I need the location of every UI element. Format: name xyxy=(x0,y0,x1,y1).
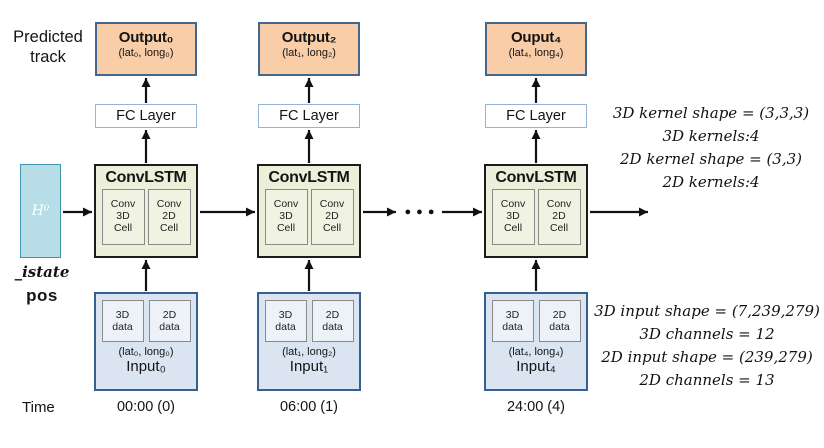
istate-label: _istate xyxy=(14,263,70,281)
input-annotation-line2: 3D channels = 12 xyxy=(639,325,775,343)
output-caption-1: (lat₁, long₂) xyxy=(282,47,336,59)
kernel-annotation-line2: 3D kernels:4 xyxy=(662,127,760,145)
output-caption-2: (lat₄, long₄) xyxy=(508,47,564,59)
fc-layer-label-2: FC Layer xyxy=(506,108,566,124)
conv3d-cell-0: Conv 3D Cell xyxy=(101,189,145,245)
output-title-2: Ouput₄ xyxy=(510,29,562,46)
input-box-2: 3D data 2D data (lat₄, long₄) Input₄ xyxy=(484,292,588,391)
input-data-row-0: 3D data 2D data xyxy=(96,300,196,342)
fc-layer-box-1: FC Layer xyxy=(258,104,360,128)
input-data-row-2: 3D data 2D data xyxy=(486,300,586,342)
conv2d-cell-1: Conv 2D Cell xyxy=(310,189,354,245)
kernel-annotation-line4: 2D kernels:4 xyxy=(662,173,760,191)
input-annotation-line3: 2D input shape = (239,279) xyxy=(601,348,813,366)
predicted-track-line2: track xyxy=(30,48,66,66)
input-box-1: 3D data 2D data (lat₁, long₂) Input₁ xyxy=(257,292,361,391)
output-caption-0: (lat₀, long₀) xyxy=(118,47,174,59)
data-3d-box-0: 3D data xyxy=(101,300,144,342)
output-box-2: Ouput₄ (lat₄, long₄) xyxy=(485,22,587,76)
ellipsis-dots: ● ● ● xyxy=(404,206,436,218)
time-label-2: 24:00 (4) xyxy=(506,399,566,415)
convlstm-cells-2: Conv 3D Cell Conv 2D Cell xyxy=(486,189,586,245)
timestep-column-1: Output₂ (lat₁, long₂) FC Layer ConvLSTM … xyxy=(257,0,361,448)
convlstm-box-2: ConvLSTM Conv 3D Cell Conv 2D Cell xyxy=(484,164,588,258)
conv3d-cell-1: Conv 3D Cell xyxy=(264,189,308,245)
convlstm-title-1: ConvLSTM xyxy=(268,169,350,186)
time-label-1: 06:00 (1) xyxy=(279,399,339,415)
kernel-annotation-line3: 2D kernel shape = (3,3) xyxy=(619,150,803,168)
convlstm-cells-1: Conv 3D Cell Conv 2D Cell xyxy=(259,189,359,245)
time-axis-label: Time xyxy=(22,399,55,416)
convlstm-box-1: ConvLSTM Conv 3D Cell Conv 2D Cell xyxy=(257,164,361,258)
predicted-track-label: Predicted track xyxy=(2,27,94,67)
timestep-column-2: Ouput₄ (lat₄, long₄) FC Layer ConvLSTM C… xyxy=(484,0,588,448)
convlstm-title-2: ConvLSTM xyxy=(495,169,577,186)
conv2d-cell-2: Conv 2D Cell xyxy=(537,189,581,245)
fc-layer-box-0: FC Layer xyxy=(95,104,197,128)
initial-hidden-state-block: H⁰ xyxy=(20,164,61,258)
fc-layer-label-1: FC Layer xyxy=(279,108,339,124)
input-caption-1: (lat₁, long₂) xyxy=(282,346,336,358)
convlstm-title-0: ConvLSTM xyxy=(105,169,187,186)
timestep-column-0: Output₀ (lat₀, long₀) FC Layer ConvLSTM … xyxy=(94,0,198,448)
data-2d-box-2: 2D data xyxy=(538,300,581,342)
input-shape-annotation: 3D input shape = (7,239,279) 3D channels… xyxy=(590,300,824,392)
conv2d-cell-0: Conv 2D Cell xyxy=(147,189,191,245)
data-2d-box-1: 2D data xyxy=(311,300,354,342)
kernel-annotation: 3D kernel shape = (3,3,3) 3D kernels:4 2… xyxy=(598,102,824,194)
h0-label: H⁰ xyxy=(31,203,50,219)
fc-layer-label-0: FC Layer xyxy=(116,108,176,124)
input-title-0: Input₀ xyxy=(126,358,166,375)
input-annotation-line4: 2D channels = 13 xyxy=(639,371,775,389)
data-3d-box-1: 3D data xyxy=(264,300,307,342)
conv3d-cell-2: Conv 3D Cell xyxy=(491,189,535,245)
kernel-annotation-line1: 3D kernel shape = (3,3,3) xyxy=(612,104,810,122)
output-box-0: Output₀ (lat₀, long₀) xyxy=(95,22,197,76)
convlstm-cells-0: Conv 3D Cell Conv 2D Cell xyxy=(96,189,196,245)
output-title-0: Output₀ xyxy=(118,29,174,46)
fc-layer-box-2: FC Layer xyxy=(485,104,587,128)
input-box-0: 3D data 2D data (lat₀, long₀) Input₀ xyxy=(94,292,198,391)
convlstm-box-0: ConvLSTM Conv 3D Cell Conv 2D Cell xyxy=(94,164,198,258)
input-title-2: Input₄ xyxy=(516,358,556,375)
input-title-1: Input₁ xyxy=(289,358,329,375)
pos-label: pos xyxy=(26,286,58,305)
output-box-1: Output₂ (lat₁, long₂) xyxy=(258,22,360,76)
input-data-row-1: 3D data 2D data xyxy=(259,300,359,342)
output-title-1: Output₂ xyxy=(281,29,337,46)
data-2d-box-0: 2D data xyxy=(148,300,191,342)
predicted-track-line1: Predicted xyxy=(13,28,83,46)
input-caption-2: (lat₄, long₄) xyxy=(508,346,564,358)
input-caption-0: (lat₀, long₀) xyxy=(118,346,174,358)
data-3d-box-2: 3D data xyxy=(491,300,534,342)
input-annotation-line1: 3D input shape = (7,239,279) xyxy=(594,302,820,320)
time-label-0: 00:00 (0) xyxy=(116,399,176,415)
